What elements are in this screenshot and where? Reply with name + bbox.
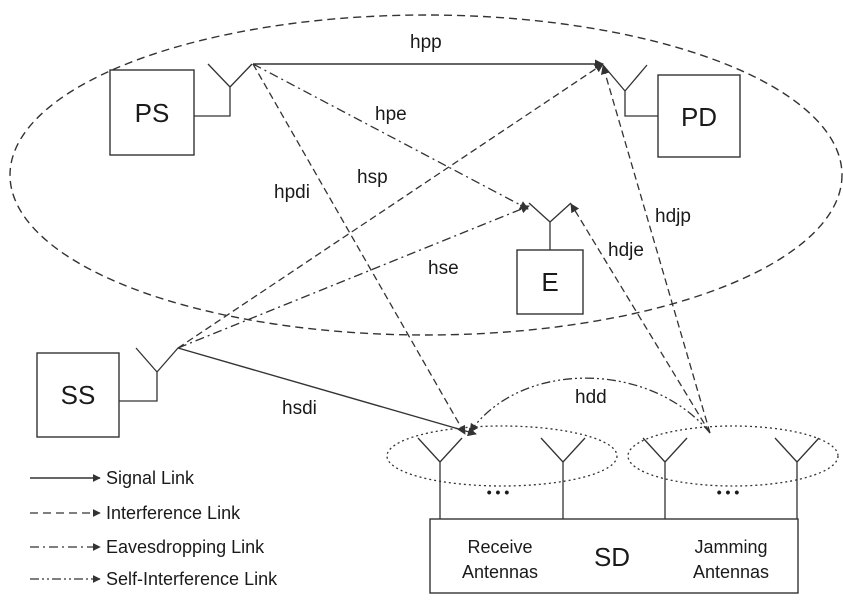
legend-eavesdropping-label: Eavesdropping Link (106, 537, 265, 557)
ss-antenna-icon (119, 347, 179, 402)
legend-self-interference: Self-Interference Link (30, 569, 278, 589)
legend: Signal Link Interference Link Eavesdropp… (30, 468, 278, 589)
receive-antennas-label-line2: Antennas (462, 562, 538, 582)
e-node: E (516, 202, 584, 315)
legend-interference: Interference Link (30, 503, 241, 523)
ps-antenna-icon (194, 63, 253, 117)
channel-label-hdje: hdje (608, 240, 644, 261)
channel-label-hsdi: hsdi (282, 398, 317, 419)
link-hdjp (600, 65, 711, 434)
link-hpe (252, 63, 529, 210)
link-hdje (570, 203, 711, 434)
receive-antennas-ellipsis: • • • (487, 484, 510, 500)
channel-label-hsp: hsp (357, 167, 388, 188)
legend-signal: Signal Link (30, 468, 195, 488)
link-hsdi (177, 347, 477, 437)
sd-receive-antenna-1-icon (417, 437, 463, 519)
ss-node: SS (36, 347, 179, 438)
sd-label: SD (594, 542, 630, 572)
channel-label-hpe: hpe (375, 104, 407, 125)
sd-jamming-antenna-2-icon (774, 437, 820, 519)
jamming-antennas-label-line2: Antennas (693, 562, 769, 582)
jamming-antennas-label-line1: Jamming (694, 537, 767, 557)
ps-node: PS (109, 63, 253, 156)
primary-network-region (9, 14, 843, 336)
ps-label: PS (135, 98, 170, 128)
pd-node: PD (602, 64, 741, 158)
channel-label-hdjp: hdjp (655, 206, 691, 227)
jamming-antennas-group (627, 425, 839, 487)
link-hse (177, 204, 530, 349)
channel-label-hpdi: hpdi (274, 182, 310, 203)
e-antenna-icon (528, 202, 572, 250)
pd-antenna-icon (602, 64, 658, 117)
channel-label-hpp: hpp (410, 32, 442, 53)
channel-label-hdd: hdd (575, 387, 607, 408)
receive-antennas-label-line1: Receive (467, 537, 532, 557)
pd-label: PD (681, 102, 717, 132)
legend-self-interference-label: Self-Interference Link (106, 569, 278, 589)
sd-jamming-antenna-1-icon (642, 437, 688, 488)
receive-antennas-group (386, 425, 618, 487)
link-hpdi (252, 63, 466, 435)
legend-eavesdropping: Eavesdropping Link (30, 537, 265, 557)
sd-node: Receive Antennas SD Jamming Antennas • •… (417, 437, 820, 594)
ss-label: SS (61, 380, 96, 410)
e-label: E (541, 267, 558, 297)
link-hdd (469, 377, 711, 434)
link-hsp (177, 63, 604, 349)
legend-signal-label: Signal Link (106, 468, 195, 488)
channel-label-hse: hse (428, 258, 459, 279)
jamming-antennas-ellipsis: • • • (717, 484, 740, 500)
legend-interference-label: Interference Link (106, 503, 241, 523)
sd-receive-antenna-2-icon (540, 437, 586, 488)
